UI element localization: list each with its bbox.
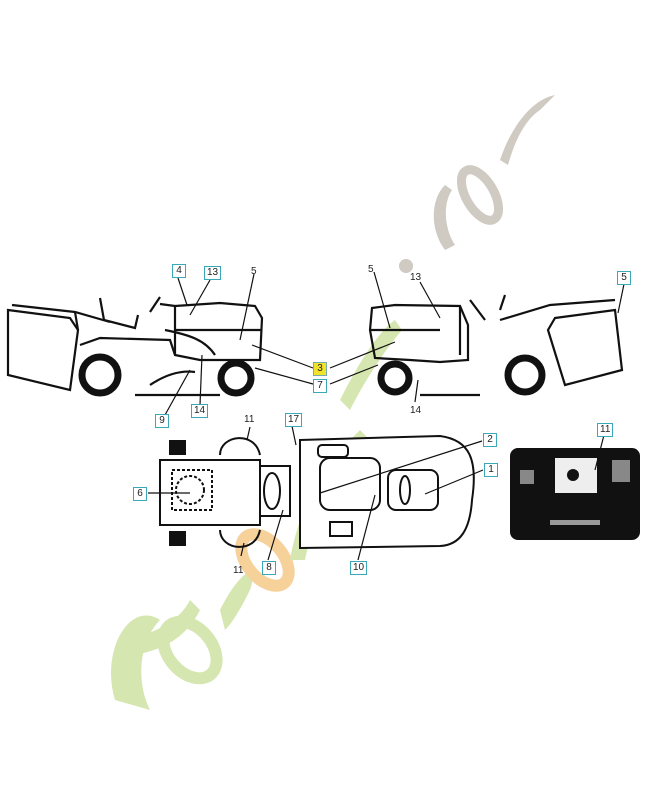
callout-8: 8 xyxy=(262,561,276,575)
callout-13-right: 13 xyxy=(410,272,422,283)
callout-13-left: 13 xyxy=(204,266,222,280)
leader-lines xyxy=(148,271,625,561)
callout-6: 6 xyxy=(133,487,147,501)
callout-5-left: 5 xyxy=(251,266,257,277)
callout-14-right: 14 xyxy=(410,405,422,416)
callout-4: 4 xyxy=(172,264,186,278)
callout-3-highlighted: 3 xyxy=(313,362,327,376)
callout-5-right-bag: 5 xyxy=(617,271,631,285)
callout-11-dashboard: 11 xyxy=(597,423,614,437)
callout-2: 2 xyxy=(483,433,497,447)
top-view xyxy=(159,434,475,550)
callout-7: 7 xyxy=(313,379,327,393)
callout-10: 10 xyxy=(350,561,368,575)
callout-11-bottom: 11 xyxy=(233,565,244,576)
watermark xyxy=(111,95,555,710)
callout-1: 1 xyxy=(484,463,498,477)
right-side-view xyxy=(368,294,624,397)
dashboard-view xyxy=(510,448,640,540)
callout-17: 17 xyxy=(285,413,303,427)
callout-5-right-hood: 5 xyxy=(368,264,374,275)
callout-14-left: 14 xyxy=(191,404,209,418)
callout-9: 9 xyxy=(155,414,169,428)
callout-11-top: 11 xyxy=(244,414,255,425)
left-side-view xyxy=(6,296,264,397)
